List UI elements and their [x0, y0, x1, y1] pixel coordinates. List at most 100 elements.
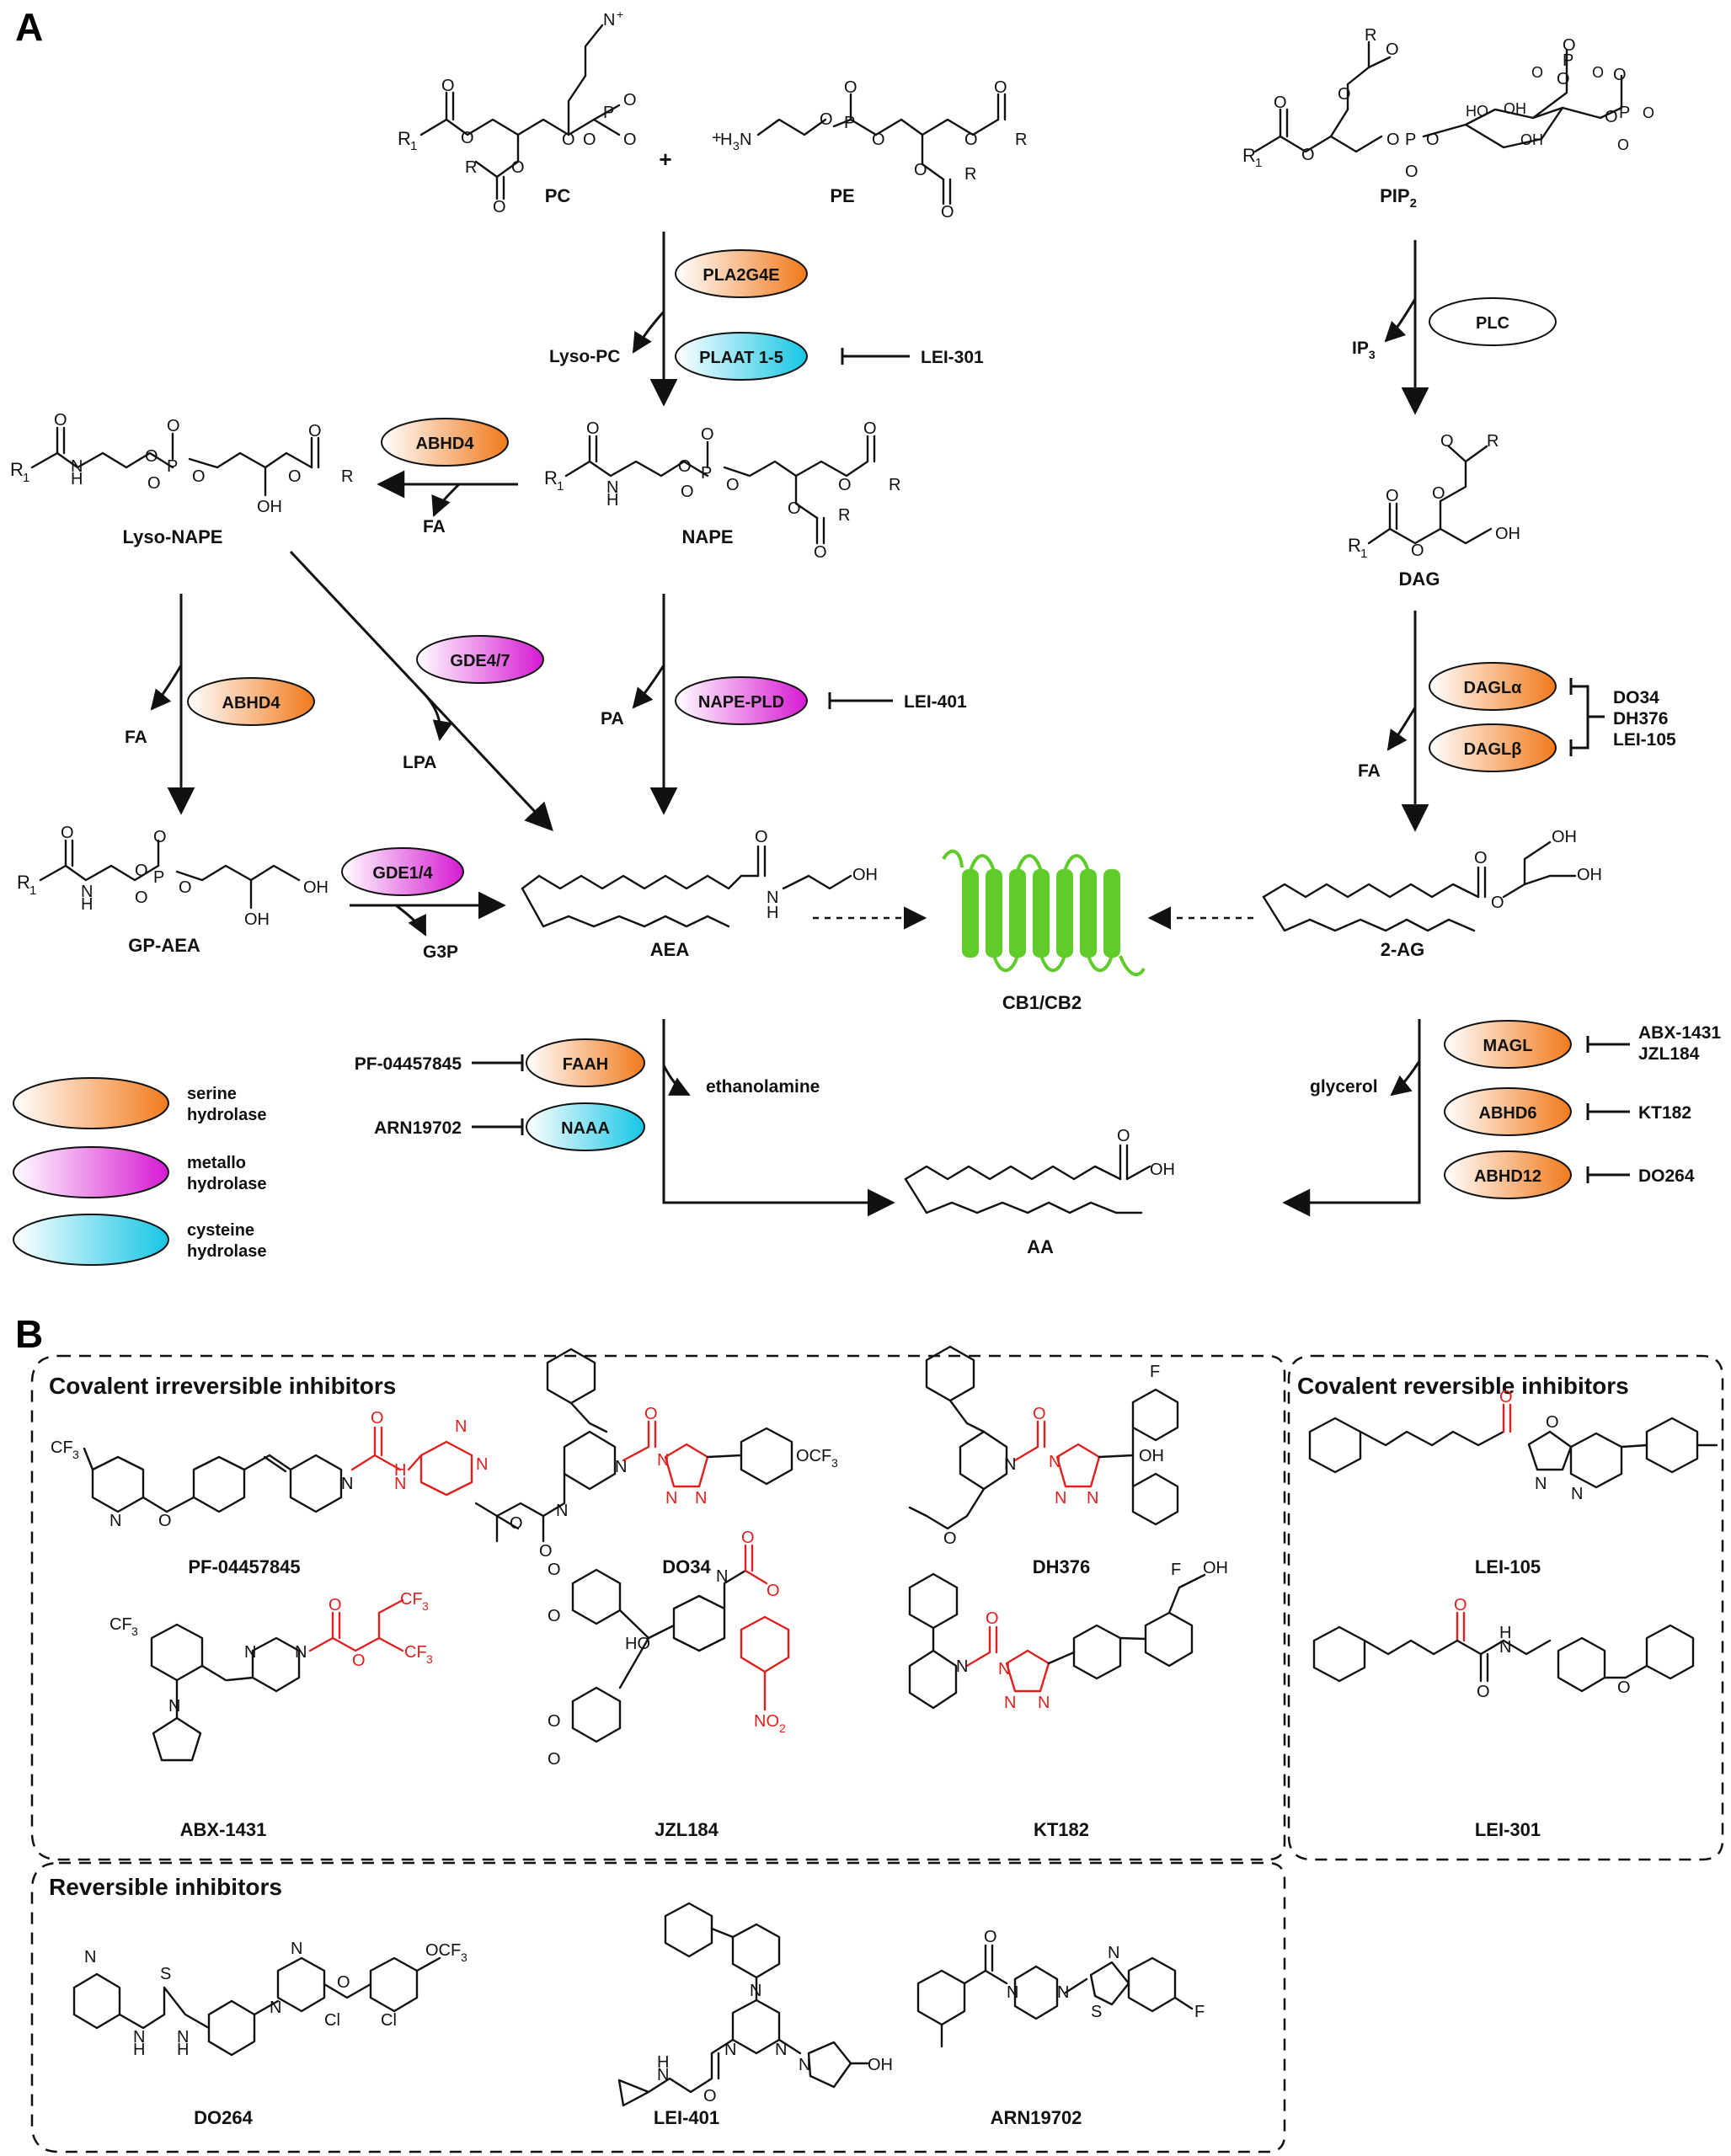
svg-text:N: N [556, 1502, 568, 1520]
svg-text:cysteine: cysteine [187, 1221, 254, 1240]
svg-text:O: O [1411, 542, 1424, 560]
svg-text:N: N [606, 478, 618, 497]
enzyme-gde47: GDE4/7 [416, 635, 544, 684]
svg-text:PLC: PLC [1476, 314, 1509, 333]
svg-text:OH: OH [1520, 131, 1543, 148]
svg-text:Cl: Cl [324, 2011, 340, 2030]
svg-text:3: 3 [831, 1456, 838, 1470]
svg-text:DAGLα: DAGLα [1464, 679, 1523, 697]
svg-text:P: P [1563, 51, 1573, 70]
svg-text:R: R [889, 476, 900, 494]
svg-text:P: P [1405, 131, 1416, 149]
svg-text:O: O [623, 91, 637, 109]
svg-text:hydrolase: hydrolase [187, 1242, 266, 1261]
svg-text:O: O [726, 476, 740, 494]
svg-text:N: N [799, 2056, 810, 2074]
inhibitor-pf: PF-04457845 [355, 1054, 462, 1074]
svg-text:N: N [740, 131, 751, 149]
gp-aea-label: GP-AEA [128, 935, 200, 956]
svg-text:O: O [1426, 131, 1440, 149]
legend-metallo: metallo hydrolase [13, 1146, 266, 1198]
svg-text:N: N [291, 1940, 302, 1958]
nape-label: NAPE [681, 526, 733, 547]
svg-text:O: O [1405, 163, 1418, 181]
compound-label-lei301: LEI-301 [1475, 1819, 1541, 1840]
svg-text:MAGL: MAGL [1483, 1037, 1533, 1055]
ip3-label: IP3 [1352, 339, 1376, 361]
2ag-to-aa-arrow [1282, 1019, 1421, 1217]
enzyme-daglb: DAGLβ [1429, 723, 1557, 772]
svg-text:2: 2 [779, 1721, 786, 1735]
panel-a-label: A [15, 5, 43, 49]
enzyme-naaa: NAAA [526, 1102, 645, 1151]
pc-label: PC [545, 185, 571, 206]
compound-label-arn: ARN19702 [991, 2107, 1082, 2128]
svg-text:O: O [814, 543, 827, 562]
svg-text:CF: CF [400, 1590, 423, 1609]
compound-label-lei105: LEI-105 [1475, 1556, 1541, 1577]
svg-text:N: N [394, 1475, 406, 1493]
svg-text:O: O [1563, 36, 1576, 55]
svg-text:OH: OH [1150, 1161, 1175, 1179]
svg-text:O: O [914, 161, 927, 179]
svg-text:O: O [788, 499, 801, 518]
svg-text:N: N [1055, 1489, 1066, 1508]
box-title-covalent-reversible: Covalent reversible inhibitors [1297, 1373, 1629, 1399]
svg-text:ABHD12: ABHD12 [1474, 1167, 1541, 1186]
svg-text:O: O [1474, 849, 1488, 867]
svg-text:O: O [1432, 484, 1445, 503]
svg-text:O: O [511, 158, 525, 177]
svg-text:O: O [838, 476, 852, 494]
svg-text:GDE1/4: GDE1/4 [372, 864, 433, 883]
svg-text:CF: CF [110, 1615, 132, 1634]
svg-text:O: O [1557, 70, 1570, 88]
svg-text:R: R [398, 128, 411, 149]
inhibitor-do34: DO34 [1613, 688, 1659, 707]
enzyme-abhd12: ABHD12 [1444, 1150, 1572, 1199]
svg-text:N: N [133, 2028, 145, 2047]
svg-text:O: O [964, 131, 978, 149]
svg-text:N: N [71, 457, 83, 476]
compound-label-dh376: DH376 [1033, 1556, 1090, 1577]
svg-text:O: O [510, 1514, 523, 1533]
svg-text:DAGLβ: DAGLβ [1464, 740, 1522, 759]
svg-text:PLAAT 1-5: PLAAT 1-5 [699, 349, 783, 367]
svg-text:F: F [1150, 1363, 1160, 1381]
fa-top-arrow [431, 483, 461, 517]
svg-text:OH: OH [868, 2056, 893, 2074]
svg-text:N: N [603, 11, 615, 29]
svg-text:NO: NO [754, 1712, 779, 1731]
panel-b-label: B [15, 1312, 43, 1356]
svg-text:N: N [775, 2041, 787, 2059]
svg-text:H: H [657, 2053, 669, 2072]
inhibitor-lei401: LEI-401 [904, 692, 967, 712]
svg-text:1: 1 [410, 139, 417, 153]
svg-text:3: 3 [461, 1951, 467, 1964]
svg-text:N: N [1038, 1694, 1050, 1712]
svg-text:metallo: metallo [187, 1154, 246, 1172]
enzyme-nape-pld: NAPE-PLD [675, 676, 808, 725]
svg-text:HO: HO [625, 1635, 650, 1653]
svg-text:N: N [1057, 1983, 1069, 2002]
svg-text:OH: OH [852, 866, 878, 884]
svg-text:O: O [941, 203, 954, 221]
svg-text:O: O [441, 77, 455, 95]
svg-text:O: O [548, 1607, 561, 1625]
inhibitor-do264: DO264 [1638, 1166, 1695, 1186]
svg-text:O: O [872, 131, 885, 149]
box-title-covalent-irreversible: Covalent irreversible inhibitors [49, 1373, 396, 1399]
svg-text:N: N [1535, 1475, 1547, 1493]
svg-text:+: + [617, 8, 623, 21]
svg-text:N: N [724, 2041, 736, 2059]
svg-text:O: O [583, 131, 596, 149]
svg-text:O: O [61, 824, 74, 842]
svg-text:O: O [337, 1973, 350, 1992]
svg-text:OH: OH [1495, 525, 1520, 543]
svg-text:1: 1 [29, 883, 36, 898]
